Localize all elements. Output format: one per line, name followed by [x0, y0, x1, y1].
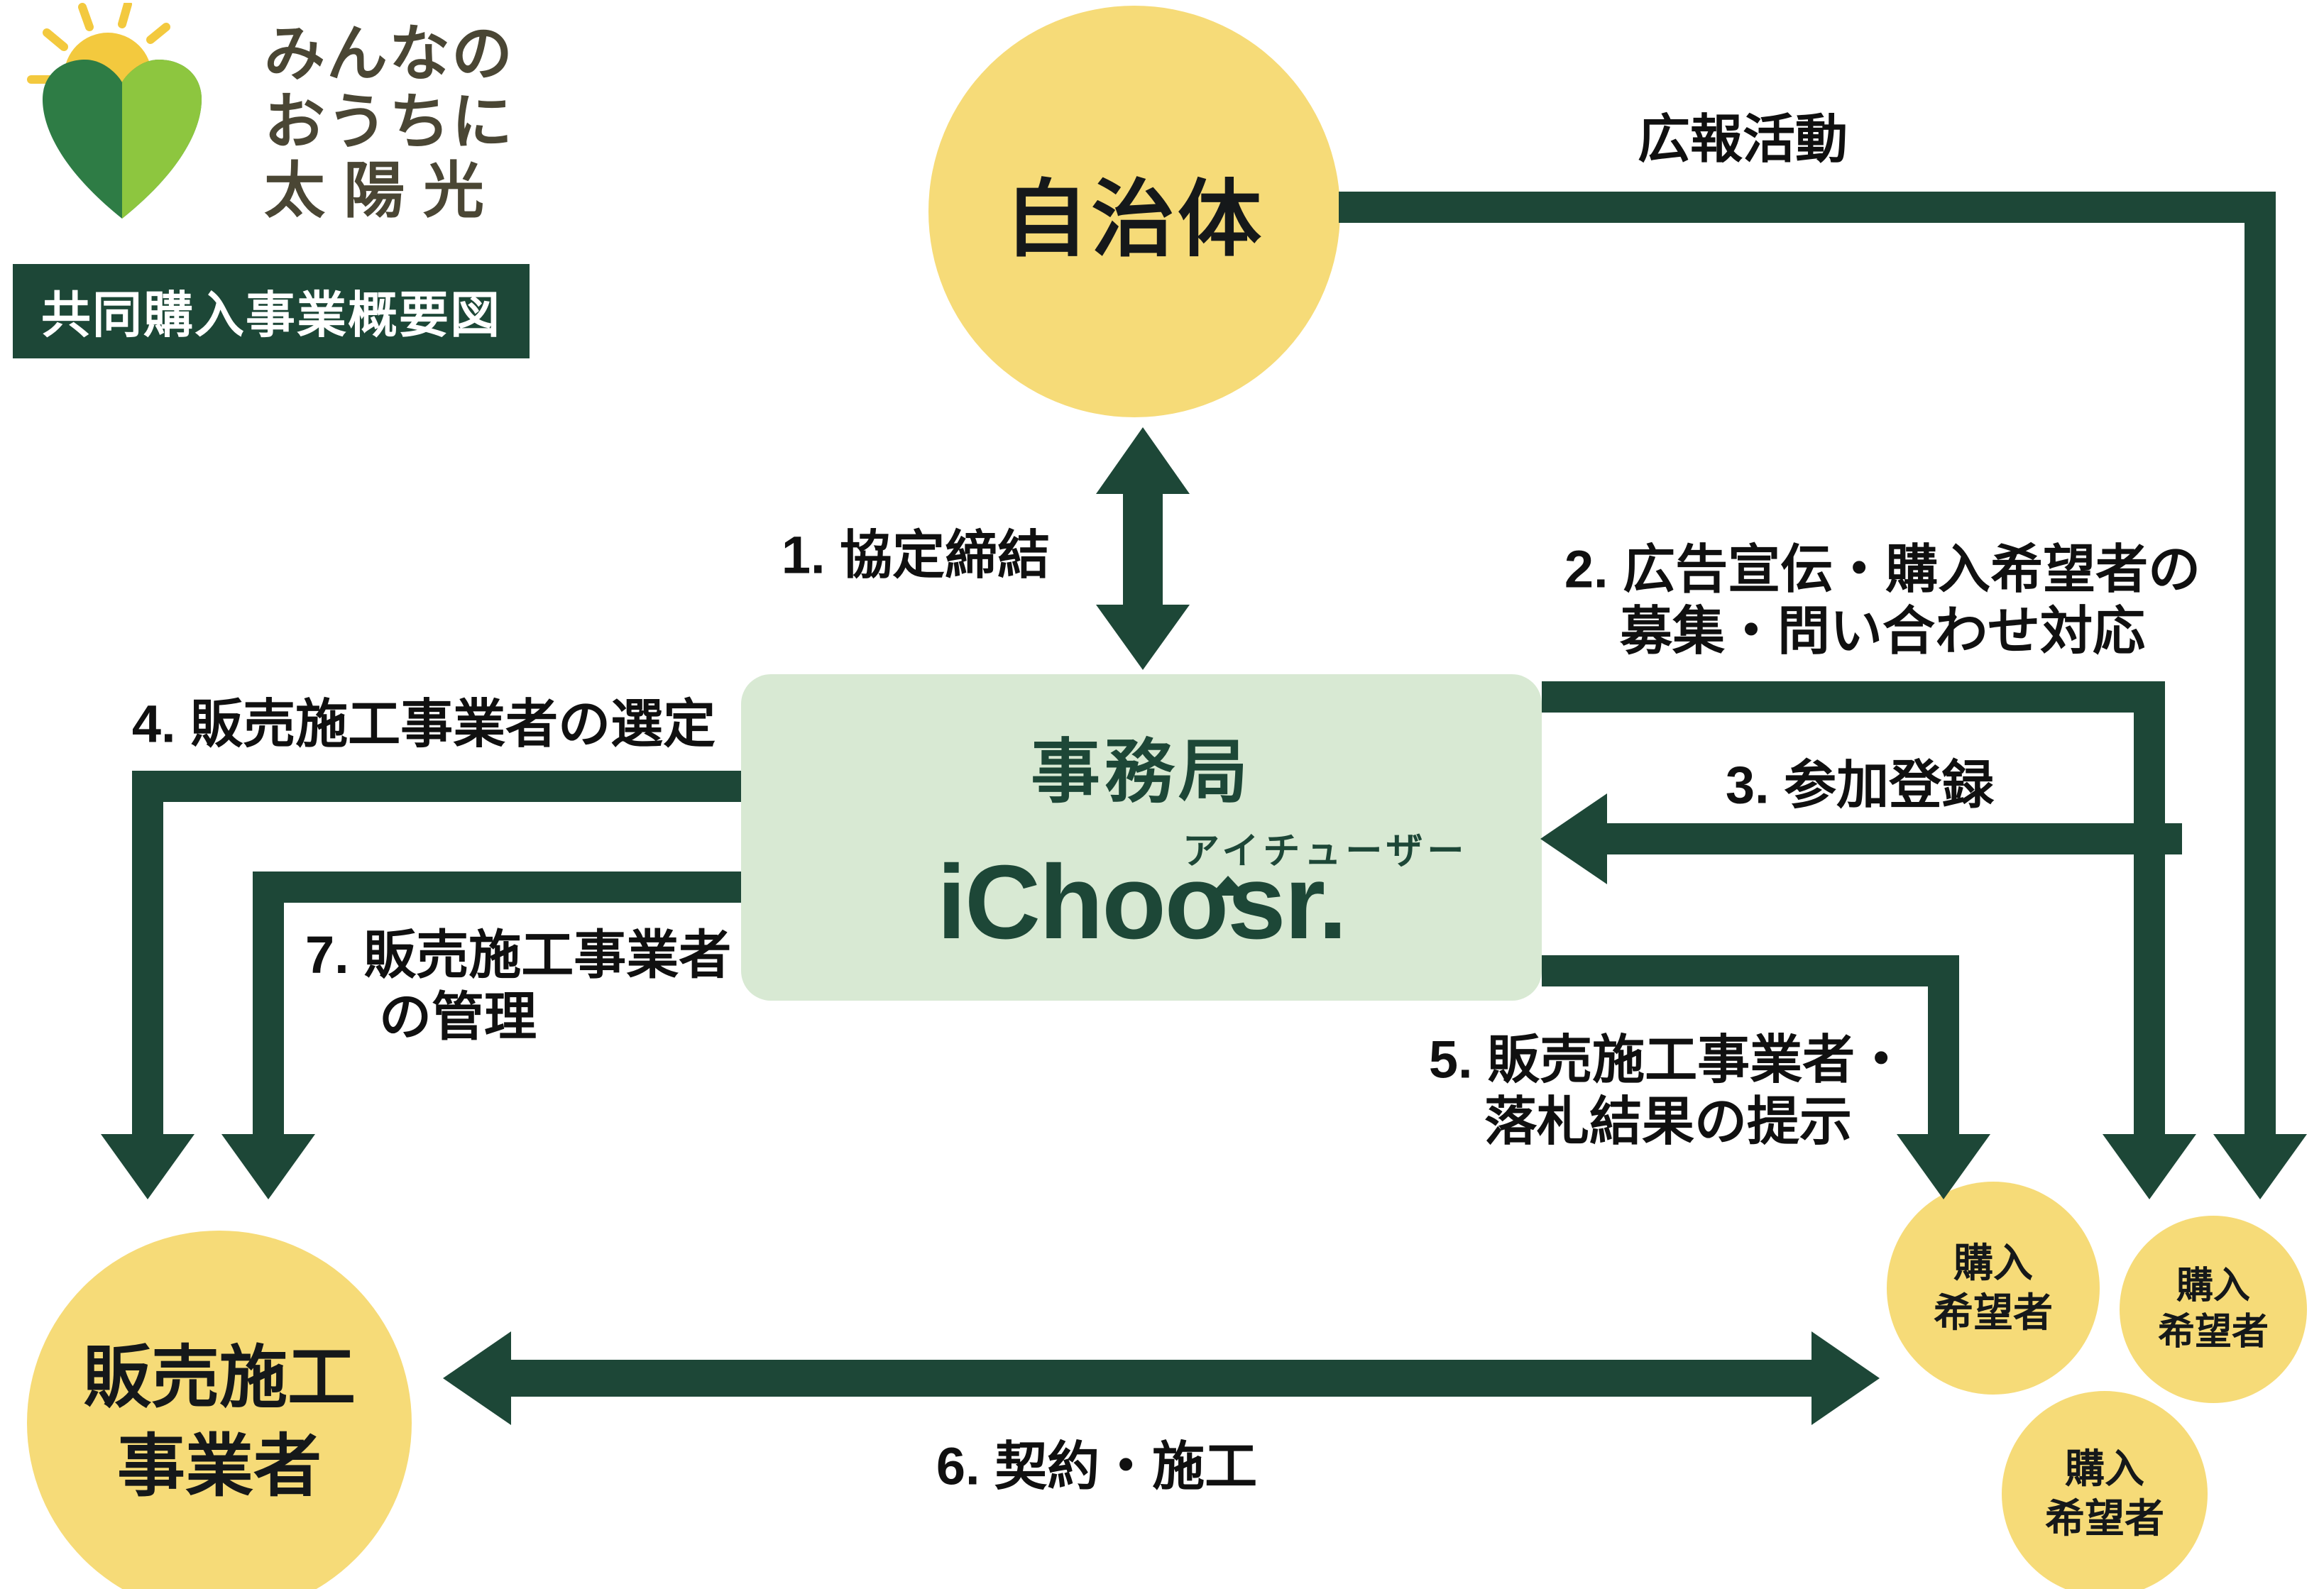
sun-heart-logo-icon	[20, 0, 258, 235]
buyer1-line1: 購入	[1953, 1241, 2033, 1285]
label-pr: 広報活動	[1638, 109, 1848, 169]
secretariat-title: 事務局	[1030, 732, 1252, 810]
node-buyer-2: 購入 希望者	[2120, 1216, 2307, 1403]
brand-tagline: みんなの おうちに 太陽光	[264, 20, 514, 225]
brand-tagline-line3: 太陽光	[264, 156, 503, 225]
label-step7-line2: の管理	[379, 987, 537, 1047]
arrow-pr-shaft-h	[1339, 192, 2276, 223]
arrow-step4-shaft-v	[132, 771, 163, 1137]
arrow-step4-shaft-h	[132, 771, 741, 802]
diagram-title-badge: 共同購入事業概要図	[13, 264, 530, 358]
vendor-label-line1: 販売施工	[83, 1340, 356, 1417]
ichoosr-roof-icon	[1210, 876, 1246, 896]
arrow-step6-shaft	[508, 1360, 1814, 1397]
arrow-step4-head-down-icon	[101, 1134, 194, 1199]
label-step5-line1: 5. 販売施工事業者・	[1428, 1030, 1908, 1089]
buyer3-line1: 購入	[2065, 1446, 2144, 1491]
ichoosr-wordmark: iChoosr.	[936, 844, 1347, 961]
municipality-label: 自治体	[1004, 172, 1264, 267]
node-secretariat: 事務局 アイチューザー iChoosr.	[741, 674, 1542, 1001]
label-step5-line2: 落札結果の提示	[1484, 1092, 1852, 1151]
arrow-step7-shaft-v	[253, 872, 284, 1137]
label-step7: 7. 販売施工事業者 の管理	[305, 924, 731, 1048]
node-buyer-1: 購入 希望者	[1887, 1182, 2100, 1395]
node-municipality: 自治体	[928, 6, 1340, 417]
buyer3-line2: 希望者	[2045, 1496, 2164, 1541]
label-step1: 1. 協定締結	[781, 525, 1051, 585]
buyer2-line1: 購入	[2176, 1265, 2250, 1307]
arrow-step7-shaft-h	[253, 872, 741, 903]
node-vendor: 販売施工 事業者	[27, 1231, 412, 1589]
label-step7-line1: 7. 販売施工事業者	[305, 925, 732, 984]
arrow-step1-head-down-icon	[1096, 605, 1190, 670]
label-step3: 3. 参加登録	[1725, 755, 1995, 815]
arrow-step5-shaft-v	[1928, 955, 1959, 1137]
arrow-step2-shaft-v	[2134, 681, 2165, 1137]
arrow-step7-head-down-icon	[221, 1134, 315, 1199]
arrow-step2-head-down-icon	[2103, 1134, 2196, 1199]
arrow-step3-shaft-h	[1606, 823, 2182, 854]
arrow-step1-head-up-icon	[1096, 427, 1190, 494]
arrow-step5-head-down-icon	[1897, 1134, 1990, 1199]
arrow-step5-shaft-h	[1542, 955, 1959, 986]
label-step2-line2: 募集・問い合わせ対応	[1620, 602, 2145, 661]
label-step5: 5. 販売施工事業者・ 落札結果の提示	[1429, 1029, 1907, 1153]
arrow-step2-shaft-h	[1542, 681, 2165, 713]
label-step2-line1: 2. 広告宣伝・購入希望者の	[1564, 539, 2201, 599]
arrow-step6-head-right-icon	[1811, 1331, 1880, 1425]
label-step6: 6. 契約・施工	[936, 1436, 1258, 1496]
brand-tagline-line1: みんなの	[264, 20, 514, 88]
arrow-pr-head-down-icon	[2213, 1134, 2307, 1199]
label-step4: 4. 販売施工事業者の選定	[131, 694, 716, 754]
arrow-step6-head-left-icon	[443, 1331, 511, 1425]
vendor-label-line2: 事業者	[117, 1429, 322, 1505]
brand-tagline-line2: おうちに	[264, 88, 514, 157]
arrow-pr-shaft-v	[2244, 192, 2276, 1137]
ichoosr-furigana: アイチューザー	[1183, 831, 1469, 872]
label-step2: 2. 広告宣伝・購入希望者の 募集・問い合わせ対応	[1564, 539, 2200, 663]
node-buyer-3: 購入 希望者	[2002, 1391, 2208, 1589]
arrow-step1-shaft	[1123, 491, 1163, 607]
sun-heart-svg	[27, 0, 202, 219]
buyer2-line2: 希望者	[2157, 1312, 2269, 1353]
buyer1-line2: 希望者	[1934, 1290, 2053, 1335]
arrow-step3-head-left-icon	[1540, 793, 1607, 884]
